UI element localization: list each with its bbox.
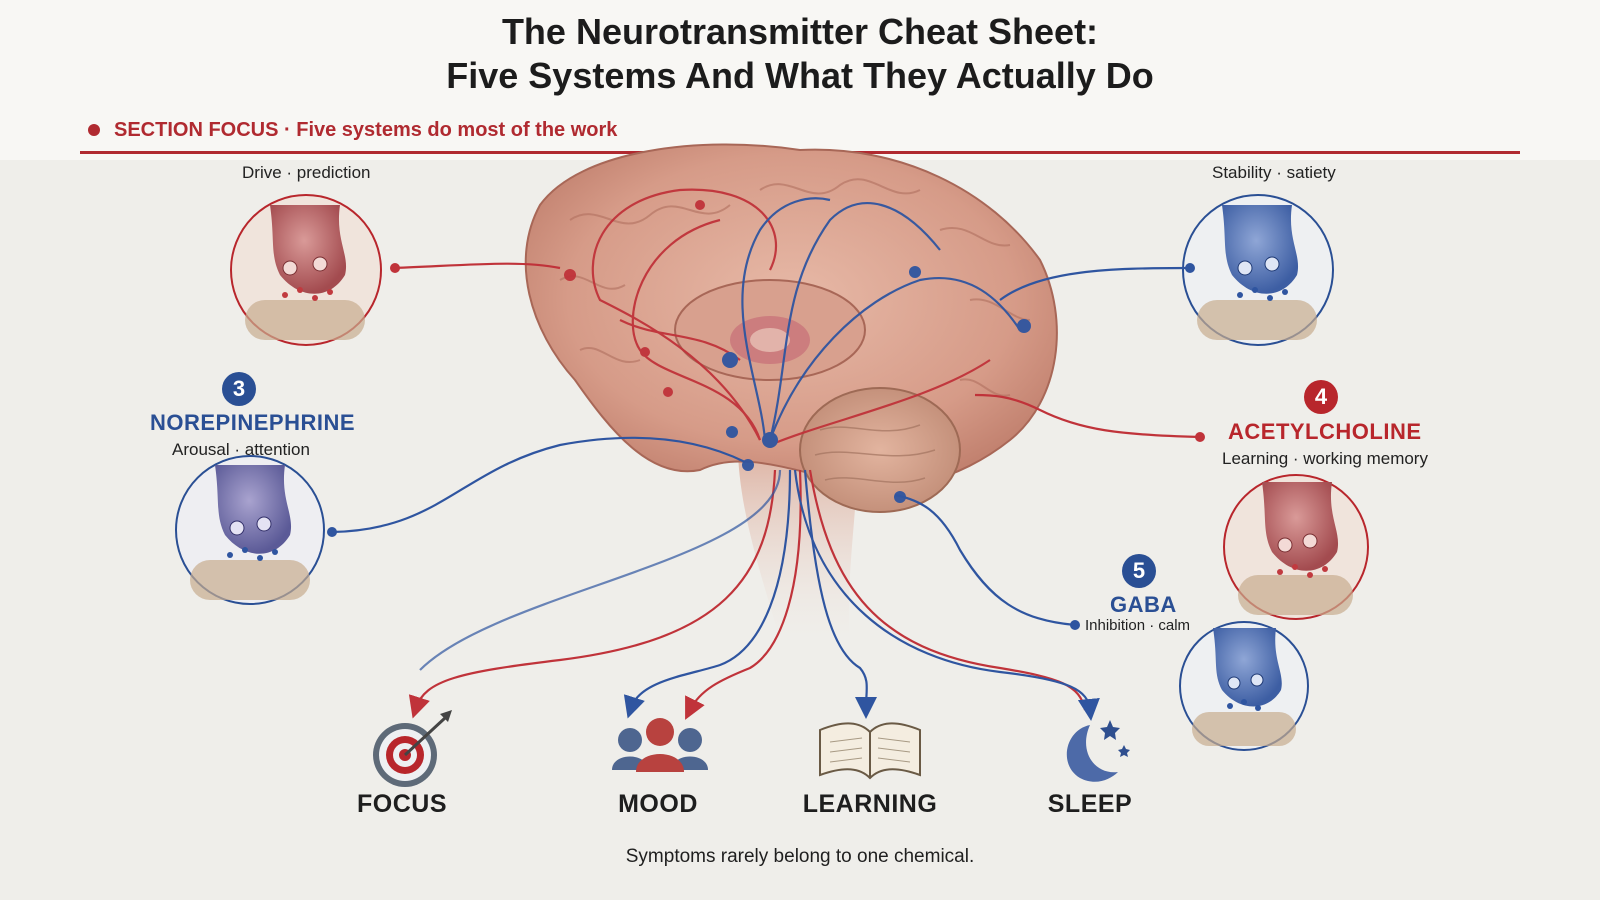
norepinephrine-name: NOREPINEPHRINE <box>150 410 356 435</box>
norepinephrine-neuron-circle <box>175 455 325 605</box>
acetylcholine-name: ACETYLCHOLINE <box>1228 419 1422 444</box>
caption: Symptoms rarely belong to one chemical. <box>625 846 975 867</box>
serotonin-desc: Stability · satiety <box>1212 163 1336 182</box>
acetylcholine-number-badge: 4 <box>1304 380 1338 414</box>
gaba-neuron-circle <box>1179 621 1309 751</box>
target-icon <box>373 710 452 787</box>
dopamine-neuron-circle <box>230 194 382 346</box>
people-icon <box>612 718 708 772</box>
gaba-desc: Inhibition · calm <box>1085 617 1191 634</box>
dopamine-desc: Drive · prediction <box>242 163 371 182</box>
outcome-pathways <box>408 469 1100 721</box>
title-line-2: Five Systems And What They Actually Do <box>446 55 1154 96</box>
brain-pathways <box>564 188 1031 503</box>
open-book-icon <box>819 722 921 780</box>
norepinephrine-desc: Arousal · attention <box>172 440 310 459</box>
gaba-number-badge: 5 <box>1122 554 1156 588</box>
moon-stars-icon <box>1066 720 1130 782</box>
section-focus-text: SECTION FOCUS · Five systems do most of … <box>114 118 618 141</box>
acetylcholine-neuron-circle <box>1223 474 1369 620</box>
outcome-learning-label: LEARNING <box>802 790 938 818</box>
page-title: The Neurotransmitter Cheat Sheet: Five S… <box>0 10 1600 98</box>
serotonin-neuron-circle <box>1182 194 1334 346</box>
section-focus: SECTION FOCUS · Five systems do most of … <box>88 116 617 144</box>
acetylcholine-desc: Learning · working memory <box>1222 449 1428 468</box>
system-connectors <box>327 262 1205 630</box>
outcome-mood-label: MOOD <box>618 790 698 818</box>
outcome-sleep-label: SLEEP <box>1047 790 1133 818</box>
bullet-dot-icon <box>88 124 100 136</box>
title-line-1: The Neurotransmitter Cheat Sheet: <box>501 11 1099 52</box>
norepinephrine-number-badge: 3 <box>222 372 256 406</box>
gaba-name: GABA <box>1110 592 1177 617</box>
outcome-focus-label: FOCUS <box>357 790 447 818</box>
